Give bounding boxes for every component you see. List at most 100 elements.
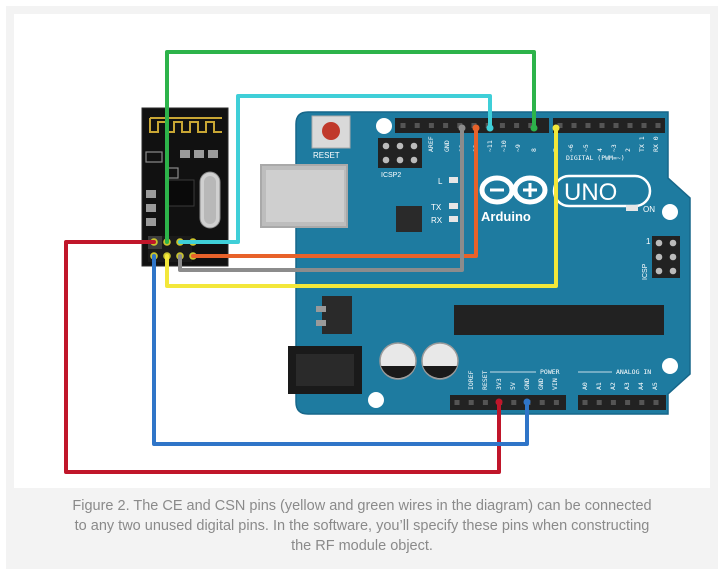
- pin-label: 2: [624, 148, 632, 152]
- analog-header: [578, 395, 666, 410]
- wire-end-dot: [552, 124, 560, 132]
- header-pin: [468, 400, 474, 405]
- wire-end-dot: [472, 124, 480, 132]
- icsp2-header: [378, 138, 422, 168]
- pin-label: A4: [637, 382, 645, 390]
- header-pin: [625, 400, 631, 405]
- header-pin: [454, 400, 460, 405]
- caption-line: the RF module object.: [291, 538, 433, 554]
- wire-end-dot: [530, 124, 538, 132]
- voltage-regulator: [316, 296, 352, 334]
- header-pin: [613, 123, 619, 128]
- header-pin: [443, 123, 449, 128]
- reset-button[interactable]: [311, 115, 351, 149]
- caption-line: to any two unused digital pins. In the s…: [74, 518, 650, 534]
- header-pin: [514, 123, 520, 128]
- header-pin: [610, 400, 616, 405]
- usb-chip: [396, 206, 422, 232]
- icsp-pin1-label: 1: [646, 237, 651, 246]
- pin-label: GND: [537, 378, 545, 390]
- header-pin: [528, 123, 534, 128]
- header-pin: [400, 123, 406, 128]
- pin-label: ~6: [567, 144, 575, 152]
- pin-label: ~5: [582, 144, 590, 152]
- pin-label: IOREF: [467, 370, 475, 390]
- header-pin: [482, 400, 488, 405]
- header-pin: [585, 123, 591, 128]
- wire-end-dot: [495, 398, 503, 406]
- mount-hole: [662, 358, 678, 374]
- pin-label: VIN: [551, 378, 559, 390]
- pin-label: RESET: [481, 370, 489, 390]
- pin-label: A3: [623, 382, 631, 390]
- pin-label: ~11: [486, 140, 494, 152]
- arduino-brand: Arduino: [481, 209, 531, 224]
- power-header: [450, 395, 566, 410]
- capacitor: [421, 342, 459, 380]
- bottom-pin-labels: IOREF RESET 3V3 5V GND GND VIN A0 A1 A2 A3 A4 A5: [467, 370, 659, 390]
- pin-label: A0: [581, 382, 589, 390]
- antenna-icon: [149, 117, 222, 133]
- pin-label: 3V3: [495, 378, 503, 390]
- on-label: ON: [643, 205, 655, 214]
- icsp-label: ICSP: [642, 263, 649, 280]
- diagram-svg: RESET ICSP2 L TX RX Arduino UNO: [64, 50, 691, 474]
- pin-label: ~3: [610, 144, 618, 152]
- pin-label: ~9: [514, 144, 522, 152]
- pin-label: A1: [595, 382, 603, 390]
- capacitor: [379, 342, 417, 380]
- dc-power-jack: [288, 346, 362, 394]
- header-pin: [639, 400, 645, 405]
- header-pin: [428, 123, 434, 128]
- pin-label: A2: [609, 382, 617, 390]
- led-tx-label: TX: [431, 203, 442, 212]
- header-pin: [557, 123, 563, 128]
- header-pin: [599, 123, 605, 128]
- header-pin: [539, 400, 545, 405]
- wire-gray: [178, 126, 464, 272]
- board-name: UNO: [564, 179, 617, 206]
- pin-label: RX 0: [652, 136, 660, 152]
- pin-label: 5V: [509, 382, 517, 390]
- wire-end-dot: [458, 124, 466, 132]
- led-l-label: L: [438, 177, 443, 186]
- mount-hole: [662, 204, 678, 220]
- led-rx-label: RX: [431, 216, 443, 225]
- header-pin: [571, 123, 577, 128]
- figure-caption: Figure 2. The CE and CSN pins (yellow an…: [14, 496, 710, 556]
- header-pin: [627, 123, 633, 128]
- icsp-header: [652, 236, 680, 278]
- digital-label: DIGITAL (PWM=~): [566, 154, 625, 162]
- arduino-board: RESET ICSP2 L TX RX Arduino UNO: [260, 111, 691, 415]
- header-pin: [511, 400, 517, 405]
- digital-header-right: [553, 118, 665, 133]
- header-pin: [553, 400, 559, 405]
- microcontroller-chip: [454, 305, 664, 335]
- wire-end-dot: [523, 398, 531, 406]
- rf-chip: [167, 179, 195, 207]
- pin-label: AREF: [427, 136, 435, 152]
- led-rx: [449, 216, 458, 222]
- mount-hole: [376, 118, 392, 134]
- wire-blue: [152, 254, 529, 446]
- pin-label: A5: [651, 382, 659, 390]
- pin-label: TX 1: [638, 136, 646, 152]
- header-pin: [499, 123, 505, 128]
- wire-ends: [458, 124, 560, 406]
- on-led: [626, 205, 638, 211]
- pin-label: GND: [523, 378, 531, 390]
- icsp2-label: ICSP2: [381, 172, 401, 179]
- mount-hole: [368, 392, 384, 408]
- wires: [64, 50, 558, 474]
- header-pin: [655, 123, 661, 128]
- header-pin: [641, 123, 647, 128]
- arduino-logo-icon: [479, 175, 548, 205]
- pin-label: 8: [530, 148, 538, 152]
- wire-cyan: [178, 94, 492, 244]
- led-tx: [449, 203, 458, 209]
- analog-label: ANALOG IN: [616, 368, 651, 376]
- pin-label: 4: [596, 148, 604, 152]
- wire-yellow: [165, 126, 558, 288]
- power-label: POWER: [540, 368, 560, 376]
- header-pin: [414, 123, 420, 128]
